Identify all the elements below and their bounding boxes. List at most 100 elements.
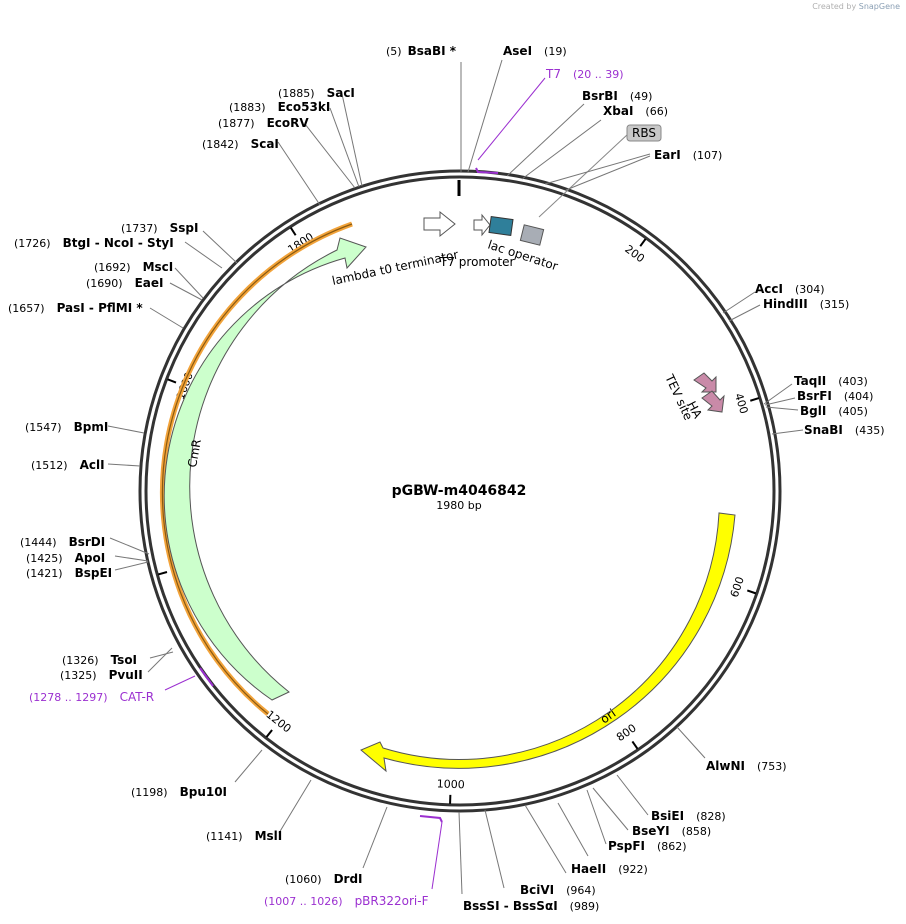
site-name: BsrDI: [69, 535, 106, 549]
t7-promoter-label: T7 promoter: [439, 255, 515, 269]
site-name: SacI: [327, 86, 355, 100]
tick-mark: [289, 227, 297, 236]
svg-text:(1278 .. 1297)CAT-R: (1278 .. 1297) CAT-R: [29, 690, 154, 704]
svg-text:AccI(304): AccI(304): [755, 282, 825, 296]
tick-mark: [749, 397, 760, 402]
svg-text:BsrFI(404): BsrFI(404): [797, 389, 873, 403]
site-pos: (49): [630, 90, 653, 103]
svg-text:BglI(405): BglI(405): [800, 404, 868, 418]
site-pos: (1198): [131, 786, 168, 799]
site-pos: (1657): [8, 302, 45, 315]
site-pos: (1325): [60, 669, 97, 682]
tick-label: 800: [614, 721, 639, 744]
site-name: BssSI - BssSαI: [463, 899, 558, 913]
site-name: BglI: [800, 404, 826, 418]
site-name: BsiEI: [651, 809, 684, 823]
site-pos: (435): [855, 424, 885, 437]
svg-text:TaqII(403): TaqII(403): [794, 374, 868, 388]
svg-text:BsiEI(828): BsiEI (828): [651, 809, 726, 823]
tick-label: 400: [732, 392, 751, 416]
site-name: BpmI: [74, 420, 109, 434]
site-name: BtgI - NcoI - StyI: [63, 236, 174, 250]
cat-outline-arc: [159, 221, 353, 716]
site-pos: (828): [696, 810, 726, 823]
t7-promoter-box: [519, 224, 545, 246]
primer-name: T7: [545, 67, 561, 81]
svg-text:(1141)MslI: (1141)MslI: [206, 829, 282, 843]
tick-mark: [167, 378, 177, 384]
site-leader-lines: [107, 59, 804, 895]
tick-mark: [158, 571, 168, 576]
rbs-label: RBS: [632, 126, 656, 140]
svg-text:SnaBI(435): SnaBI(435): [804, 423, 885, 437]
svg-text:(1444)BsrDI: (1444) BsrDI: [20, 535, 105, 549]
site-name: Eco53kI: [278, 100, 331, 114]
primer-pos: (1007 .. 1026): [264, 895, 343, 908]
svg-text:(1657)PasI - PflMI *: (1657)PasI - PflMI *: [8, 301, 143, 315]
site-name: BsrFI: [797, 389, 832, 403]
site-pos: (304): [795, 283, 825, 296]
lac-operator-box: [488, 215, 514, 237]
site-name: BseYI: [632, 824, 670, 838]
primer-name: CAT-R: [120, 690, 155, 704]
svg-text:HindIII(315): HindIII(315): [763, 297, 849, 311]
svg-text:BsrBI(49): BsrBI(49): [582, 89, 652, 103]
rbs-line: [538, 133, 629, 218]
snapgene-credit: Created by SnapGene: [812, 2, 900, 11]
svg-text:(1877)EcoRV: (1877)EcoRV: [218, 116, 309, 130]
cat-r-primer-mark: [199, 667, 214, 687]
svg-text:BciVI(964): BciVI (964): [520, 883, 596, 897]
lambda-terminator-arrow: [423, 210, 456, 238]
site-pos: (1141): [206, 830, 243, 843]
svg-text:(1692)MscI: (1692)MscI: [94, 260, 173, 274]
svg-text:(1883)Eco53kI: (1883) Eco53kI: [229, 100, 330, 114]
svg-text:(1007 .. 1026)pBR322ori-F: (1007 .. 1026)pBR322ori-F: [264, 894, 429, 908]
site-pos: (964): [566, 884, 596, 897]
site-pos: (1547): [25, 421, 62, 434]
tev-site-label: TEV site: [662, 371, 696, 422]
rbs-box: [626, 124, 662, 142]
primer-pos: (1278 .. 1297): [29, 691, 108, 704]
backbone: [138, 169, 782, 813]
svg-text:XbaI(66): XbaI(66): [603, 104, 668, 118]
svg-text:BseYI(858): BseYI (858): [632, 824, 711, 838]
svg-text:AseI(19): AseI(19): [503, 44, 567, 58]
site-pos: (1877): [218, 117, 255, 130]
cat-r-primer-line: [164, 675, 196, 691]
svg-text:BssSI - BssSαI(989): BssSI - BssSαI(989): [463, 899, 599, 913]
svg-text:(1421)BspEI: (1421)BspEI: [26, 566, 112, 580]
site-pos: (1883): [229, 101, 266, 114]
t7-promoter-arrow: [473, 213, 491, 237]
site-pos: (5): [386, 45, 402, 58]
site-pos: (858): [682, 825, 712, 838]
pbr322ori-primer-mark: [419, 815, 443, 823]
tick-label: 1000: [436, 777, 464, 791]
site-name: TaqII: [794, 374, 826, 388]
cmr-arrow: [163, 237, 367, 701]
tev-site-arrow: [701, 390, 725, 413]
site-pos: (315): [820, 298, 850, 311]
site-pos: (1885): [278, 87, 315, 100]
tick-mark: [746, 589, 757, 595]
site-name: XbaI: [603, 104, 633, 118]
svg-text:HaeII(922): HaeII(922): [571, 862, 648, 876]
t7-primer-line: [477, 77, 546, 161]
site-name: HaeII: [571, 862, 606, 876]
tick-label: 600: [728, 575, 747, 599]
svg-text:(1425)ApoI: (1425)ApoI: [26, 551, 105, 565]
site-labels: (5)BsaBI * AseI(19) T7(20 .. 39) BsrBI(4…: [8, 44, 885, 913]
ha-arrow: [693, 372, 717, 393]
tick-mark: [639, 238, 647, 247]
svg-text:T7(20 .. 39): T7(20 .. 39): [545, 67, 624, 81]
site-name: BciVI: [520, 883, 554, 897]
site-name: ApoI: [75, 551, 106, 565]
t7-primer-mark: [475, 167, 499, 174]
svg-text:(1512)AclI: (1512)AclI: [31, 458, 105, 472]
svg-text:(1885)SacI: (1885) SacI: [278, 86, 355, 100]
site-pos: (1444): [20, 536, 57, 549]
site-name: EaeI: [135, 276, 164, 290]
site-name: PspFI: [608, 839, 645, 853]
tick-mark: [631, 740, 639, 750]
site-name: AlwNI: [706, 759, 745, 773]
